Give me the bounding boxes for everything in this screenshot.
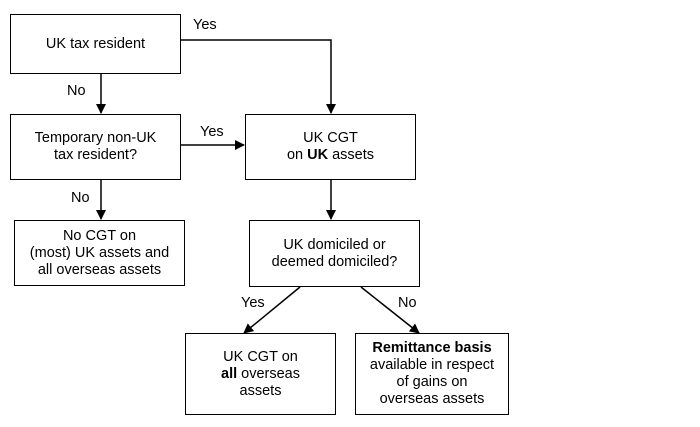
node-overseas-line1: UK CGT on: [223, 348, 298, 365]
node-overseas-line3: assets: [239, 382, 282, 399]
node-no-cgt-line3: all overseas assets: [37, 261, 162, 278]
edge-label-domiciled-no: No: [398, 295, 417, 311]
arrow-resident-yes: [181, 39, 336, 114]
node-uk-tax-resident-text: UK tax resident: [45, 35, 146, 52]
edge-label-temporary-no: No: [71, 190, 90, 206]
arrow-domiciled-no: [360, 286, 420, 334]
node-uk-cgt-line2-bold: UK: [307, 147, 329, 163]
node-remittance-line1: Remittance basis: [372, 340, 492, 356]
node-overseas-line2-bold: all: [221, 365, 238, 382]
node-no-cgt-line1: No CGT on: [62, 227, 137, 244]
edge-label-temporary-yes: Yes: [200, 124, 224, 140]
node-remittance-basis: Remittance basis available in respect of…: [355, 333, 509, 415]
node-no-cgt: No CGT on (most) UK assets and all overs…: [14, 220, 185, 286]
node-remittance-line4: overseas assets: [379, 391, 485, 407]
node-temporary-line1: Temporary non-UK: [34, 130, 157, 146]
node-uk-cgt-overseas: UK CGT on all overseas assets: [185, 333, 336, 415]
node-domiciled-line1: UK domiciled or: [283, 236, 386, 253]
node-temporary-line2: tax resident?: [53, 147, 138, 163]
edge-label-resident-yes: Yes: [193, 17, 217, 33]
arrow-domiciled-yes: [243, 286, 301, 334]
node-uk-cgt-line2-post: assets: [328, 147, 375, 163]
node-uk-cgt-line2-pre: on: [286, 147, 308, 163]
node-overseas-line2-post: overseas: [237, 365, 300, 382]
node-remittance-line2: available in respect: [369, 357, 495, 373]
node-overseas-line2: all overseas: [221, 366, 300, 383]
node-uk-domiciled: UK domiciled or deemed domiciled?: [249, 220, 420, 287]
node-uk-tax-resident: UK tax resident: [10, 14, 181, 74]
node-remittance-line3: of gains on: [396, 374, 468, 390]
node-uk-cgt-line2: on UK assets: [287, 147, 374, 164]
node-uk-cgt-uk-assets: UK CGT on UK assets: [245, 114, 416, 180]
edge-label-resident-no: No: [67, 83, 86, 99]
node-uk-cgt-line1: UK CGT: [303, 130, 358, 146]
node-temporary-non-uk: Temporary non-UK tax resident?: [10, 114, 181, 180]
node-domiciled-line2: deemed domiciled?: [271, 253, 398, 270]
edge-label-domiciled-yes: Yes: [241, 295, 265, 311]
node-no-cgt-line2: (most) UK assets and: [29, 244, 170, 261]
